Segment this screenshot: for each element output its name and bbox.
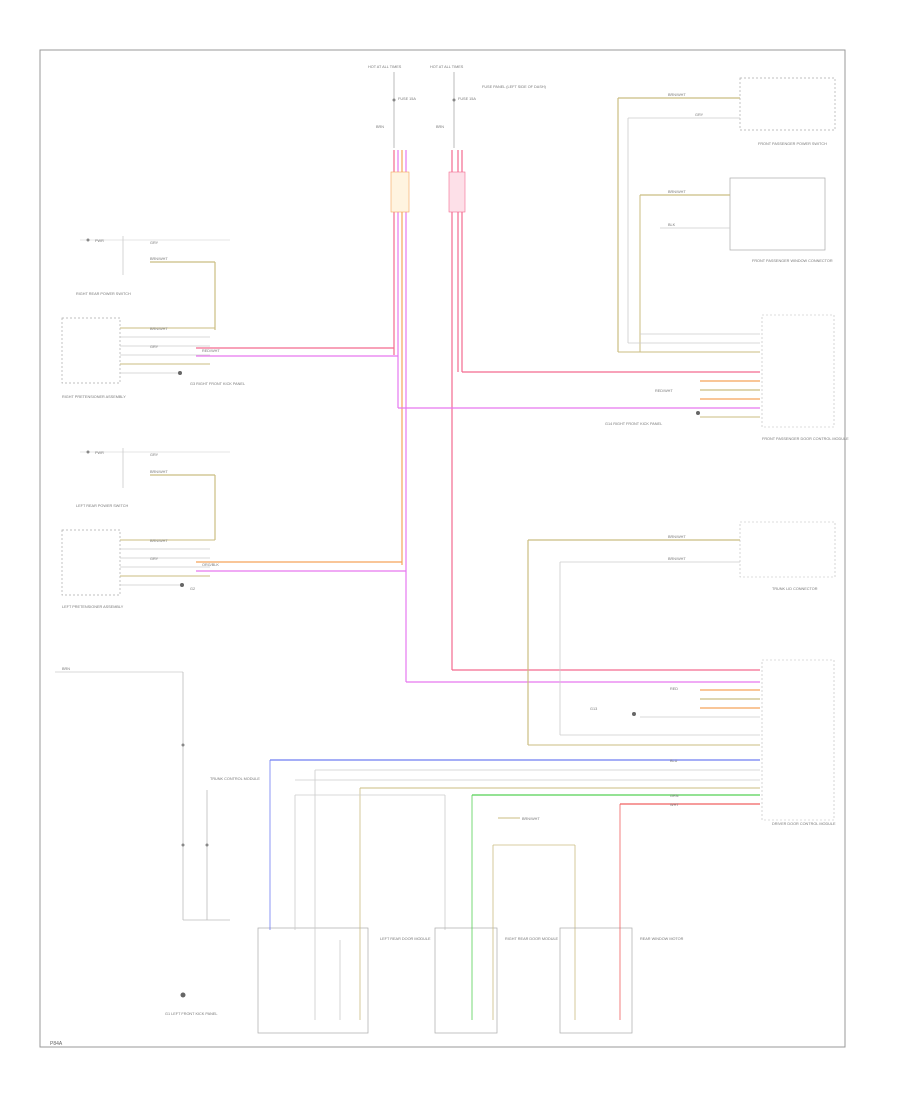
- fpc-code-1: BRN/WHT: [668, 190, 686, 194]
- ddm-code-4: WHT: [670, 803, 679, 807]
- right-rear-power-switch: PWR GRY BRN/WHT RIGHT REAR POWER SWITCH: [76, 236, 230, 330]
- right-ground-label: G3 RIGHT FRONT KICK PANEL: [190, 382, 245, 386]
- rp-code-1: BRN/WHT: [150, 327, 168, 331]
- bottom-ground-label: G1 LEFT FRONT KICK PANEL: [165, 1012, 218, 1016]
- wire-code-b: BRN: [436, 125, 444, 129]
- fps-code-2: GRY: [695, 113, 704, 117]
- svg-text:PWR: PWR: [95, 451, 104, 455]
- trunk-lid-connector: BRN/WHT BRN/WHT TRUNK LID CONNECTOR: [527, 521, 836, 745]
- fuse-panel-label: FUSE PANEL (LEFT SIDE OF DASH): [482, 85, 547, 89]
- fuse-feed-b: HOT AT ALL TIMES FUSE 15A FUSE PANEL (LE…: [430, 65, 547, 148]
- diagram-frame: [39, 49, 846, 1048]
- ddm-code-1: RED: [670, 687, 678, 691]
- front-passenger-connector: BRN/WHT BLK FRONT PASSENGER WINDOW CONNE…: [639, 177, 833, 352]
- fps-code-1: BRN/WHT: [668, 93, 686, 97]
- fuse-top-label-b: HOT AT ALL TIMES: [430, 65, 464, 69]
- fuse-label-b: FUSE 15A: [458, 97, 476, 101]
- trunk-connector-label: TRUNK LID CONNECTOR: [772, 587, 818, 591]
- fpc-code-2: BLK: [668, 223, 676, 227]
- driver-door-module: RED BLU GRN WHT G13 DRIVER DOOR CONTROL …: [270, 659, 836, 826]
- vertical-wire-bundle: [390, 150, 466, 682]
- wire-code-gry-1: GRY: [150, 241, 159, 245]
- cross-wires: [398, 371, 760, 683]
- driver-module-label: DRIVER DOOR CONTROL MODULE: [772, 822, 836, 826]
- tlc-code-1: BRN/WHT: [668, 535, 686, 539]
- lp-code-2: GRY: [150, 557, 159, 561]
- right-rear-module-label: RIGHT REAR DOOR MODULE: [505, 937, 559, 941]
- front-passenger-switch: BRN/WHT GRY FRONT PASSENGER POWER SWITCH: [617, 77, 836, 352]
- wire-code-gry-2: GRY: [150, 453, 159, 457]
- left-ground-module-label: G13: [590, 707, 597, 711]
- lp-code-1: BRN/WHT: [150, 539, 168, 543]
- wire-code-a: BRN: [376, 125, 384, 129]
- rr-code-1: BRN/WHT: [522, 817, 540, 821]
- ddm-code-3: GRN: [670, 794, 679, 798]
- tlc-code-2: BRN/WHT: [668, 557, 686, 561]
- left-pretensioner-label: LEFT PRETENSIONER ASSEMBLY: [62, 605, 124, 609]
- right-ground-module-label: G14 RIGHT FRONT KICK PANEL: [605, 422, 662, 426]
- trunk-module-label: TRUNK CONTROL MODULE: [210, 777, 260, 781]
- svg-text:PWR: PWR: [95, 239, 104, 243]
- fuse-top-label-a: HOT AT ALL TIMES: [368, 65, 402, 69]
- rear-window-module-label: REAR WINDOW MOTOR: [640, 937, 684, 941]
- left-rear-door-module: LEFT REAR DOOR MODULE: [257, 760, 446, 1034]
- ddm-code-2: BLU: [670, 759, 678, 763]
- fuse-label-a: FUSE 15A: [398, 97, 416, 101]
- tc-code-1: BRN: [62, 667, 70, 671]
- right-rear-door-module: BRN/WHT RIGHT REAR DOOR MODULE: [434, 795, 576, 1034]
- footer-code: P84A: [50, 1041, 63, 1047]
- left-rear-power-switch: PWR GRY BRN/WHT LEFT REAR POWER SWITCH: [76, 448, 230, 540]
- fpm-code-1: RED/WHT: [655, 389, 673, 393]
- right-pretensioner: BRN/WHT GRY RED/WHT G3 RIGHT FRONT KICK …: [61, 317, 398, 399]
- front-passenger-module: RED/WHT G14 RIGHT FRONT KICK PANEL FRONT…: [605, 314, 849, 441]
- rp-code-2: GRY: [150, 345, 159, 349]
- lp-code-3: ORG/BLK: [202, 563, 219, 567]
- left-trunk-switch-label: LEFT REAR POWER SWITCH: [76, 504, 129, 508]
- fuse-feed-a: HOT AT ALL TIMES FUSE 15A BRN: [368, 65, 416, 148]
- front-passenger-switch-label: FRONT PASSENGER POWER SWITCH: [758, 142, 827, 146]
- left-rear-module-label: LEFT REAR DOOR MODULE: [380, 937, 431, 941]
- wire-code-brnwht-1: BRN/WHT: [150, 257, 168, 261]
- rear-window-motor: REAR WINDOW MOTOR: [559, 804, 684, 1034]
- wire-code-brnwht-2: BRN/WHT: [150, 470, 168, 474]
- front-passenger-module-label: FRONT PASSENGER DOOR CONTROL MODULE: [762, 437, 849, 441]
- left-pretensioner: BRN/WHT GRY ORG/BLK G2 LEFT PRETENSIONER…: [61, 529, 406, 609]
- front-passenger-connector-label: FRONT PASSENGER WINDOW CONNECTOR: [752, 259, 833, 263]
- right-pretensioner-label: RIGHT PRETENSIONER ASSEMBLY: [62, 395, 126, 399]
- right-trunk-switch-label: RIGHT REAR POWER SWITCH: [76, 292, 131, 296]
- trunk-control: BRN TRUNK CONTROL MODULE G1 LEFT FRONT K…: [55, 667, 260, 1016]
- rp-code-3: RED/WHT: [202, 349, 220, 353]
- left-ground-label: G2: [190, 587, 195, 591]
